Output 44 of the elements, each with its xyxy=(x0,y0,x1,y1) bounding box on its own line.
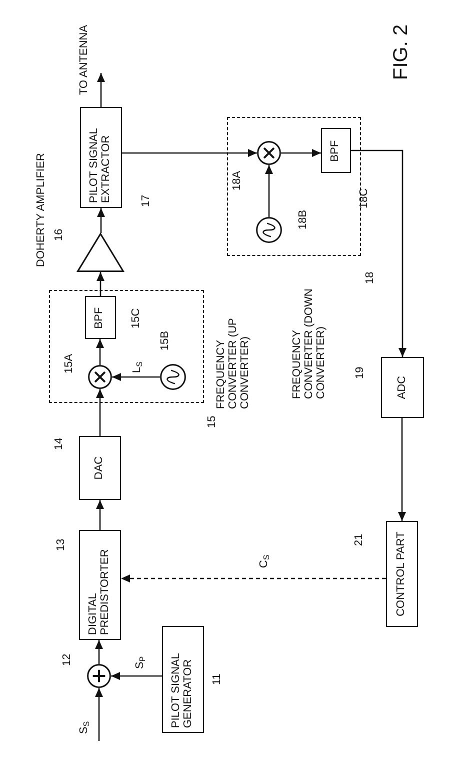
reference-numeral: 11 xyxy=(212,674,223,685)
reference-numeral: 21 xyxy=(354,534,365,546)
arrow xyxy=(97,208,105,233)
reference-numeral: 18 xyxy=(365,272,376,284)
figure-label: FIG. 2 xyxy=(390,24,413,80)
reference-numeral: 16 xyxy=(54,228,65,241)
block-label: BPF xyxy=(94,306,106,331)
block-label: CONTROL PART xyxy=(396,530,408,618)
reference-numeral: 14 xyxy=(54,438,65,450)
arrow xyxy=(95,640,103,664)
reference-numeral: 19 xyxy=(355,366,366,379)
reference-numeral: 18B xyxy=(298,210,308,230)
component-caption: DOHERTY AMPLIFIER xyxy=(36,153,47,267)
arrow xyxy=(112,373,160,381)
group-caption: FREQUENCY CONVERTER (DOWN CONVERTER) xyxy=(291,288,328,399)
arrow xyxy=(96,339,104,365)
reference-numeral: 17 xyxy=(141,194,152,207)
arrow xyxy=(398,418,406,521)
arrow xyxy=(351,150,406,357)
dashed-arrow xyxy=(121,574,386,582)
arrow xyxy=(96,272,104,296)
arrow xyxy=(95,688,103,741)
arrow xyxy=(96,389,104,436)
reference-numeral: 15 xyxy=(207,416,218,428)
block-label: DAC xyxy=(94,455,106,482)
block-label: DIGITAL PREDISTORTER xyxy=(88,548,112,637)
block-label: ADC xyxy=(396,374,408,402)
block-label: PILOT SIGNAL GENERATOR xyxy=(171,652,195,730)
arrow xyxy=(97,73,105,107)
arrow xyxy=(281,149,321,157)
reference-numeral: 13 xyxy=(56,538,67,551)
arrow xyxy=(96,500,104,530)
arrow xyxy=(265,165,273,217)
block-label: BPF xyxy=(330,139,342,164)
group-caption: FREQUENCY CONVERTER (UP CONVERTER) xyxy=(215,317,252,409)
edge-label: TO ANTENNA xyxy=(78,24,90,95)
arrow xyxy=(122,149,257,157)
reference-numeral: 15B xyxy=(160,330,170,350)
reference-numeral: 15A xyxy=(64,354,74,374)
block-label: PILOT SIGNAL EXTRACTOR xyxy=(89,127,113,205)
reference-numeral: 18A xyxy=(232,170,242,190)
reference-numeral: 12 xyxy=(62,654,73,666)
arrow xyxy=(111,672,162,680)
reference-numeral: 15C xyxy=(130,308,142,328)
